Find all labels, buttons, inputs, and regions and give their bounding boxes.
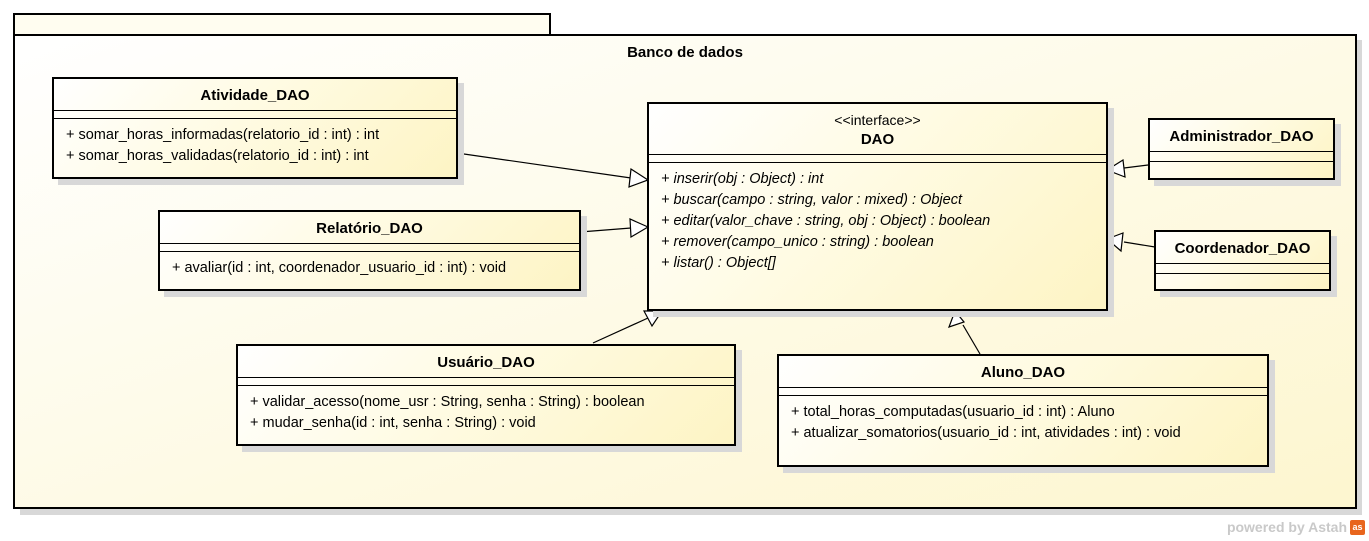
class-coordenador-dao-attributes xyxy=(1156,264,1329,274)
class-administrador-dao-attributes xyxy=(1150,152,1333,162)
link-administrador-dao xyxy=(1123,164,1149,169)
package-title: Banco de dados xyxy=(627,44,743,61)
class-aluno-dao-operations: + total_horas_computadas(usuario_id : in… xyxy=(779,396,1267,452)
link-coordenador-dao xyxy=(1123,241,1156,248)
class-administrador-dao-header: Administrador_DAO xyxy=(1150,120,1333,152)
operation: + somar_horas_validadas(relatorio_id : i… xyxy=(66,148,369,164)
class-dao-attributes xyxy=(649,155,1106,163)
class-dao[interactable]: <<interface>> DAO + inserir(obj : Object… xyxy=(647,102,1108,311)
arrowhead-relatorio-dao xyxy=(629,218,650,239)
class-coordenador-dao-operations xyxy=(1156,274,1329,283)
operation: + total_horas_computadas(usuario_id : in… xyxy=(791,404,1115,420)
class-dao-name: DAO xyxy=(860,131,895,148)
powered-by-text: powered by Astah xyxy=(1226,519,1347,535)
class-atividade-dao-operations: + somar_horas_informadas(relatorio_id : … xyxy=(54,119,456,175)
arrowhead-aluno-dao xyxy=(947,309,966,328)
operation: + editar(valor_chave : string, obj : Obj… xyxy=(661,213,991,229)
operation: + mudar_senha(id : int, senha : String) … xyxy=(250,415,536,431)
link-usuario-dao xyxy=(592,317,649,344)
class-administrador-dao-operations xyxy=(1150,162,1333,171)
class-aluno-dao-attributes xyxy=(779,388,1267,396)
arrowhead-administrador-dao xyxy=(1105,158,1126,178)
class-atividade-dao-attributes xyxy=(54,111,456,119)
class-administrador-dao[interactable]: Administrador_DAO xyxy=(1148,118,1335,180)
class-atividade-dao[interactable]: Atividade_DAO + somar_horas_informadas(r… xyxy=(52,77,458,179)
operation: + validar_acesso(nome_usr : String, senh… xyxy=(250,394,645,410)
operation: + somar_horas_informadas(relatorio_id : … xyxy=(66,127,380,143)
class-usuario-dao-operations: + validar_acesso(nome_usr : String, senh… xyxy=(238,386,734,442)
class-relatorio-dao[interactable]: Relatório_DAO + avaliar(id : int, coorde… xyxy=(158,210,581,291)
operation: + remover(campo_unico : string) : boolea… xyxy=(661,234,934,250)
class-coordenador-dao-header: Coordenador_DAO xyxy=(1156,232,1329,264)
class-relatorio-dao-header: Relatório_DAO xyxy=(160,212,579,244)
class-relatorio-dao-operations: + avaliar(id : int, coordenador_usuario_… xyxy=(160,252,579,287)
link-atividade-dao xyxy=(456,152,632,179)
relationships xyxy=(456,152,1156,355)
arrowhead-coordenador-dao xyxy=(1105,232,1124,253)
operation: + atualizar_somatorios(usuario_id : int,… xyxy=(791,425,1181,441)
class-dao-operations: + inserir(obj : Object) : int + buscar(c… xyxy=(649,163,1106,282)
class-aluno-dao[interactable]: Aluno_DAO + total_horas_computadas(usuar… xyxy=(777,354,1269,467)
astah-logo-icon: as xyxy=(1350,519,1365,535)
class-dao-header: <<interface>> DAO xyxy=(649,104,1106,155)
class-usuario-dao-header: Usuário_DAO xyxy=(238,346,734,378)
powered-by-footer: powered by Astah as xyxy=(1227,519,1365,535)
link-aluno-dao xyxy=(962,324,981,355)
class-usuario-dao[interactable]: Usuário_DAO + validar_acesso(nome_usr : … xyxy=(236,344,736,446)
class-aluno-dao-header: Aluno_DAO xyxy=(779,356,1267,388)
link-relatorio-dao xyxy=(579,227,632,233)
class-relatorio-dao-attributes xyxy=(160,244,579,252)
class-dao-stereotype: <<interface>> xyxy=(834,112,921,128)
arrowhead-usuario-dao xyxy=(643,310,664,328)
operation: + buscar(campo : string, valor : mixed) … xyxy=(661,192,962,208)
operation: + avaliar(id : int, coordenador_usuario_… xyxy=(172,260,507,276)
class-usuario-dao-attributes xyxy=(238,378,734,386)
operation: + inserir(obj : Object) : int xyxy=(661,171,824,187)
class-atividade-dao-header: Atividade_DAO xyxy=(54,79,456,111)
class-coordenador-dao[interactable]: Coordenador_DAO xyxy=(1154,230,1331,291)
operation: + listar() : Object[] xyxy=(661,255,776,271)
package-tab xyxy=(13,13,551,37)
arrowhead-atividade-dao xyxy=(628,167,650,188)
